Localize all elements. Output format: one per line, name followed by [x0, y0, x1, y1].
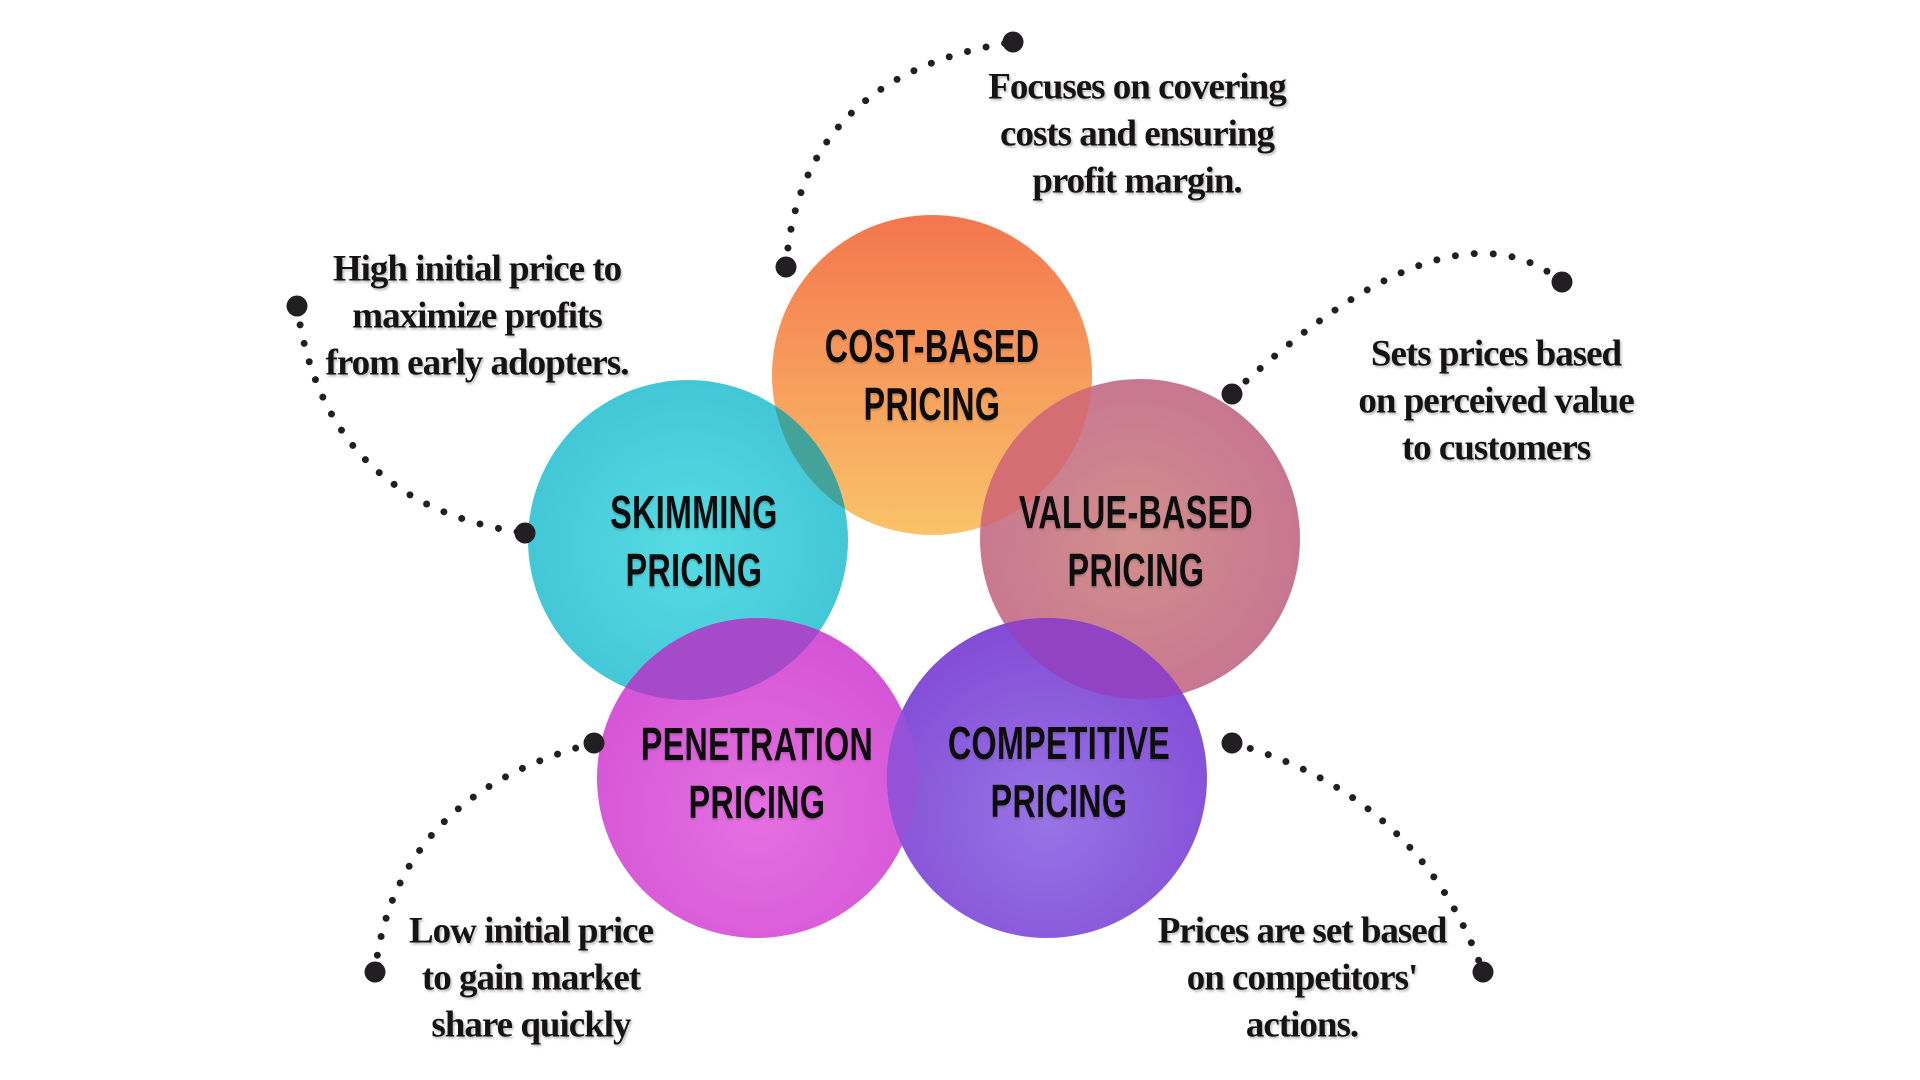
connector-endpoint-dot [1551, 271, 1573, 293]
annotation-value-based: Sets prices based on perceived value to … [1358, 331, 1634, 472]
label-line: PRICING [1067, 544, 1205, 596]
connector-dotted-line-competitive [1228, 739, 1487, 976]
label-line: COMPETITIVE [947, 717, 1171, 769]
label-line: COST-BASED [824, 320, 1040, 372]
annotation-cost-based: Focuses on covering costs and ensuring p… [988, 64, 1287, 205]
connector-endpoint-dot [775, 256, 797, 278]
connector-endpoint-dot [583, 732, 605, 754]
annotation-line: actions. [1245, 1004, 1359, 1046]
annotation-line: Prices are set based [1157, 910, 1448, 952]
label-line: PRICING [688, 776, 826, 828]
connector-dotted-line-value [1228, 250, 1566, 398]
annotation-competitive: Prices are set based on competitors' act… [1157, 908, 1448, 1049]
annotation-line: profit margin. [1032, 160, 1242, 202]
connector-endpoint-dot [286, 295, 308, 317]
connector-endpoint-dot [1221, 732, 1243, 754]
annotation-line: High initial price to [332, 248, 622, 290]
label-line: PRICING [625, 544, 763, 596]
overlap-cost-value [980, 386, 1092, 528]
overlap-cost-skimming [775, 405, 845, 510]
label-line: PRICING [990, 775, 1128, 827]
annotation-line: to gain market [421, 957, 641, 999]
annotation-line: to customers [1401, 427, 1591, 469]
connector-endpoint-dot [364, 961, 386, 983]
label-line: VALUE-BASED [1018, 486, 1254, 538]
overlap-value-competitive [1004, 618, 1183, 699]
overlap-skimming-penetration [625, 618, 820, 700]
connector-dotted-line-cost [782, 38, 1017, 271]
label-cost-based-pricing: COST-BASED PRICING [825, 317, 1040, 433]
annotation-line: on perceived value [1358, 380, 1634, 422]
connector-endpoint-dot [514, 522, 536, 544]
annotation-penetration: Low initial price to gain market share q… [408, 908, 654, 1049]
annotation-line: Low initial price [408, 910, 654, 952]
annotation-line: Focuses on covering [988, 66, 1287, 108]
overlap-penetration-competitive [887, 710, 917, 846]
label-value-based-pricing: VALUE-BASED PRICING [1019, 483, 1253, 599]
annotation-line: maximize profits [352, 295, 602, 337]
label-line: SKIMMING [610, 486, 778, 538]
annotation-line: costs and ensuring [1000, 113, 1275, 155]
label-competitive-pricing: COMPETITIVE PRICING [948, 714, 1170, 830]
label-skimming-pricing: SKIMMING PRICING [610, 483, 777, 599]
label-line: PRICING [863, 378, 1001, 430]
connector-endpoint-dot [1221, 383, 1243, 405]
annotation-skimming: High initial price to maximize profits f… [325, 246, 630, 387]
connector-endpoint-dot [1002, 31, 1024, 53]
connector-endpoint-dot [1472, 961, 1494, 983]
label-line: PENETRATION [640, 718, 874, 770]
annotation-line: from early adopters. [325, 342, 630, 384]
annotation-line: on competitors' [1186, 957, 1419, 999]
label-penetration-pricing: PENETRATION PRICING [641, 715, 873, 831]
annotation-line: share quickly [431, 1004, 631, 1046]
annotation-line: Sets prices based [1370, 333, 1622, 375]
